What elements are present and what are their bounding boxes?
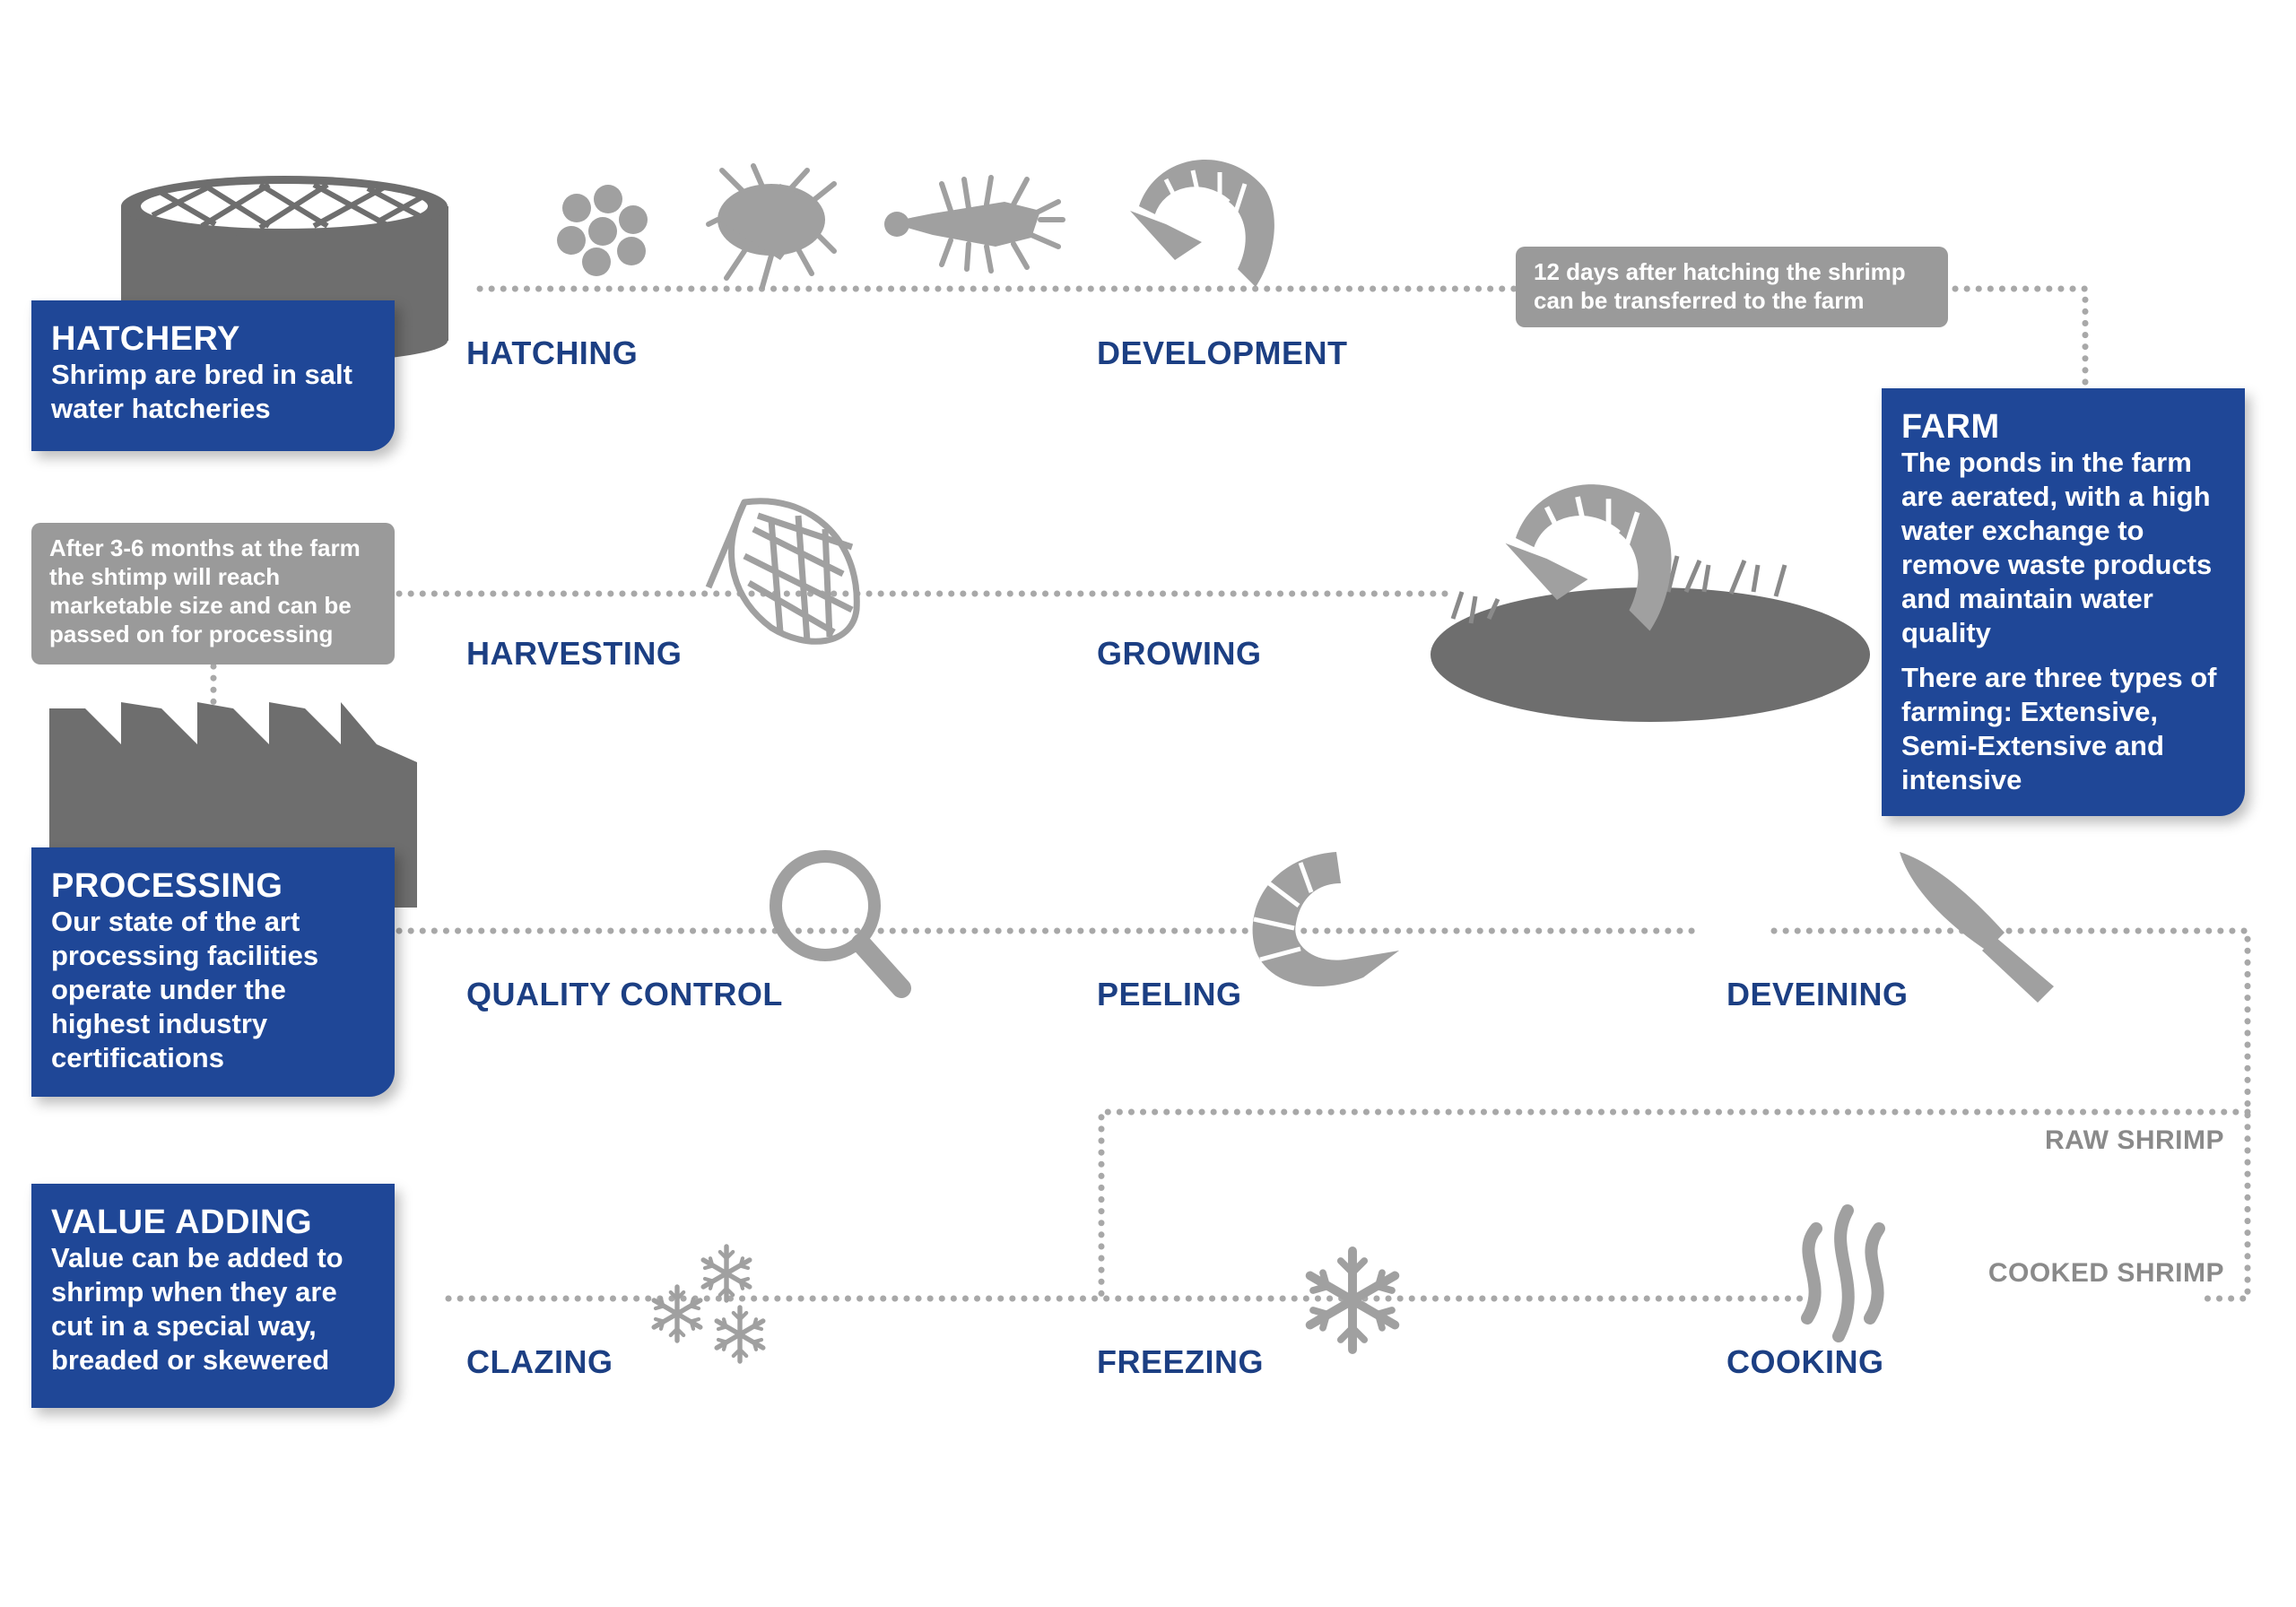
hatchery-title: HATCHERY: [51, 320, 240, 358]
farm-card: FARM The ponds in the farm are aerated, …: [1882, 388, 2245, 816]
stage-deveining: DEVEINING: [1726, 976, 1909, 1012]
eggs-icon: [557, 185, 648, 276]
harvest-note: After 3-6 months at the farm the shtimp …: [31, 523, 395, 665]
stage-clazing: CLAZING: [466, 1343, 613, 1380]
farm-text-types: There are three types of farming: Extens…: [1901, 662, 2217, 795]
stage-freezing: FREEZING: [1097, 1343, 1265, 1380]
processing-text: Our state of the art processing faciliti…: [51, 906, 319, 1073]
snowflakes-icon: [654, 1247, 763, 1361]
stage-development: DEVELOPMENT: [1097, 334, 1348, 371]
stage-peeling: PEELING: [1097, 976, 1242, 1012]
larva-icon: [706, 163, 837, 290]
hatchery-card: HATCHERY Shrimp are bred in salt water h…: [31, 300, 395, 451]
snowflake-icon: [1310, 1251, 1396, 1350]
postlarva-icon: [884, 175, 1065, 274]
net-icon: [705, 498, 860, 645]
hatchery-text: Shrimp are bred in salt water hatcheries: [51, 359, 352, 424]
steam-icon: [1801, 1204, 1885, 1342]
pond-shrimp-icon: [1431, 484, 1870, 722]
stage-quality-control: QUALITY CONTROL: [466, 976, 783, 1012]
stage-growing: GROWING: [1097, 635, 1262, 672]
knife-icon: [1900, 852, 2054, 1003]
magnifier-icon: [770, 850, 911, 998]
processing-card: PROCESSING Our state of the art processi…: [31, 847, 395, 1097]
stage-cooking: COOKING: [1726, 1343, 1884, 1380]
peeled-shrimp-icon: [1252, 852, 1399, 986]
branch-cooked-shrimp: COOKED SHRIMP: [1987, 1258, 2224, 1288]
value-adding-title: VALUE ADDING: [51, 1203, 312, 1241]
transfer-note: 12 days after hatching the shrimp can be…: [1516, 247, 1948, 327]
value-adding-card: VALUE ADDING Value can be added to shrim…: [31, 1184, 395, 1408]
processing-title: PROCESSING: [51, 867, 283, 905]
shrimp-icon: [1130, 160, 1274, 287]
farm-title: FARM: [1901, 408, 2000, 446]
stage-harvesting: HARVESTING: [466, 635, 683, 672]
value-adding-text: Value can be added to shrimp when they a…: [51, 1242, 344, 1376]
stage-hatching: HATCHING: [466, 334, 639, 371]
hatchery-tank-icon: [121, 176, 448, 363]
branch-raw-shrimp: RAW SHRIMP: [2045, 1125, 2224, 1155]
farm-text: The ponds in the farm are aerated, with …: [1901, 447, 2213, 648]
